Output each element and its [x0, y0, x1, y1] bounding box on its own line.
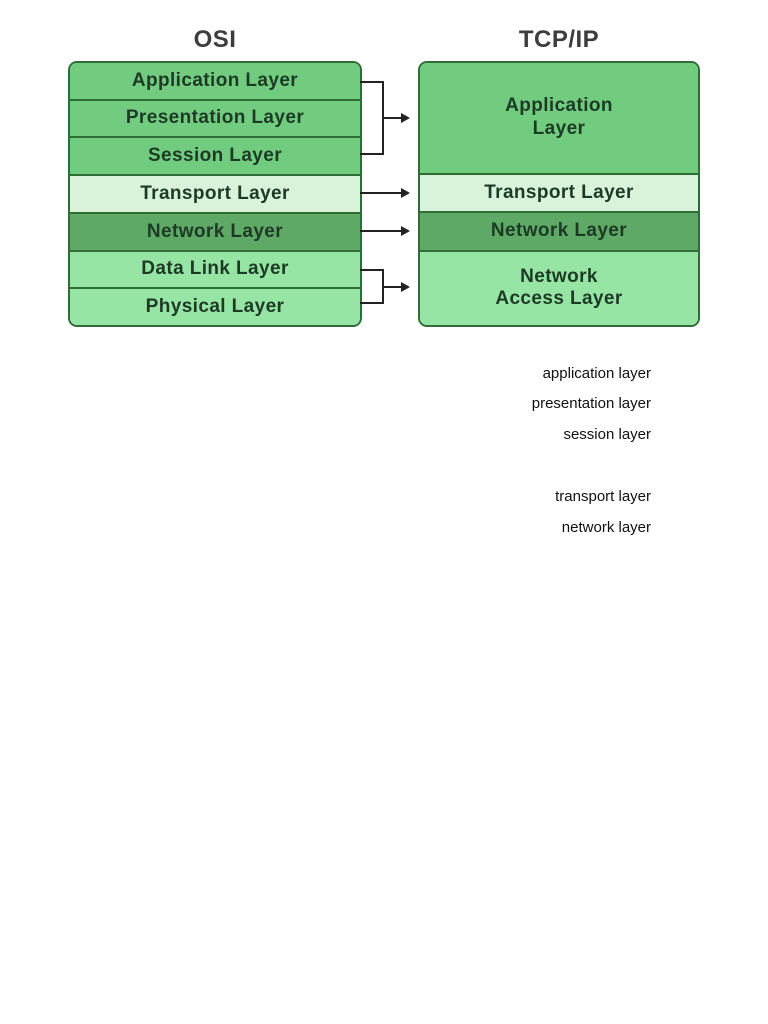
osi-layer-application: Application Layer [70, 63, 360, 99]
annotation-session-layer: session layer [563, 426, 651, 443]
tcpip-layer-stack: Application Layer Transport Layer Networ… [418, 61, 700, 327]
annotation-presentation-layer: presentation layer [531, 395, 651, 412]
tcpip-layer-network: Network Layer [420, 211, 698, 250]
osi-layer-stack: Application Layer Presentation Layer Ses… [68, 61, 362, 327]
osi-column-title: OSI [193, 26, 237, 53]
annotation-application-layer: application layer [542, 365, 651, 382]
tcpip-layer-transport: Transport Layer [420, 172, 698, 212]
osi-layer-network: Network Layer [70, 211, 360, 250]
layer-mapping-arrows [360, 81, 410, 304]
tcpip-layer-application: Application Layer [420, 63, 698, 173]
osi-layer-session: Session Layer [70, 136, 360, 175]
arrow-transport-icon [360, 188, 410, 198]
osi-layer-presentation: Presentation Layer [70, 98, 360, 137]
osi-layer-data-link: Data Link Layer [70, 249, 360, 288]
tcpip-layer-network-access: Network Access Layer [420, 249, 698, 325]
arrow-network-icon [360, 226, 410, 236]
osi-layer-transport: Transport Layer [70, 174, 360, 212]
annotation-network-layer: network layer [561, 519, 651, 536]
tcpip-column-title: TCP/IP [518, 26, 600, 53]
osi-layer-physical: Physical Layer [70, 287, 360, 325]
bracket-arrow-network-access-icon [360, 269, 410, 304]
bracket-arrow-application-icon [360, 81, 410, 155]
annotation-transport-layer: transport layer [555, 488, 651, 505]
